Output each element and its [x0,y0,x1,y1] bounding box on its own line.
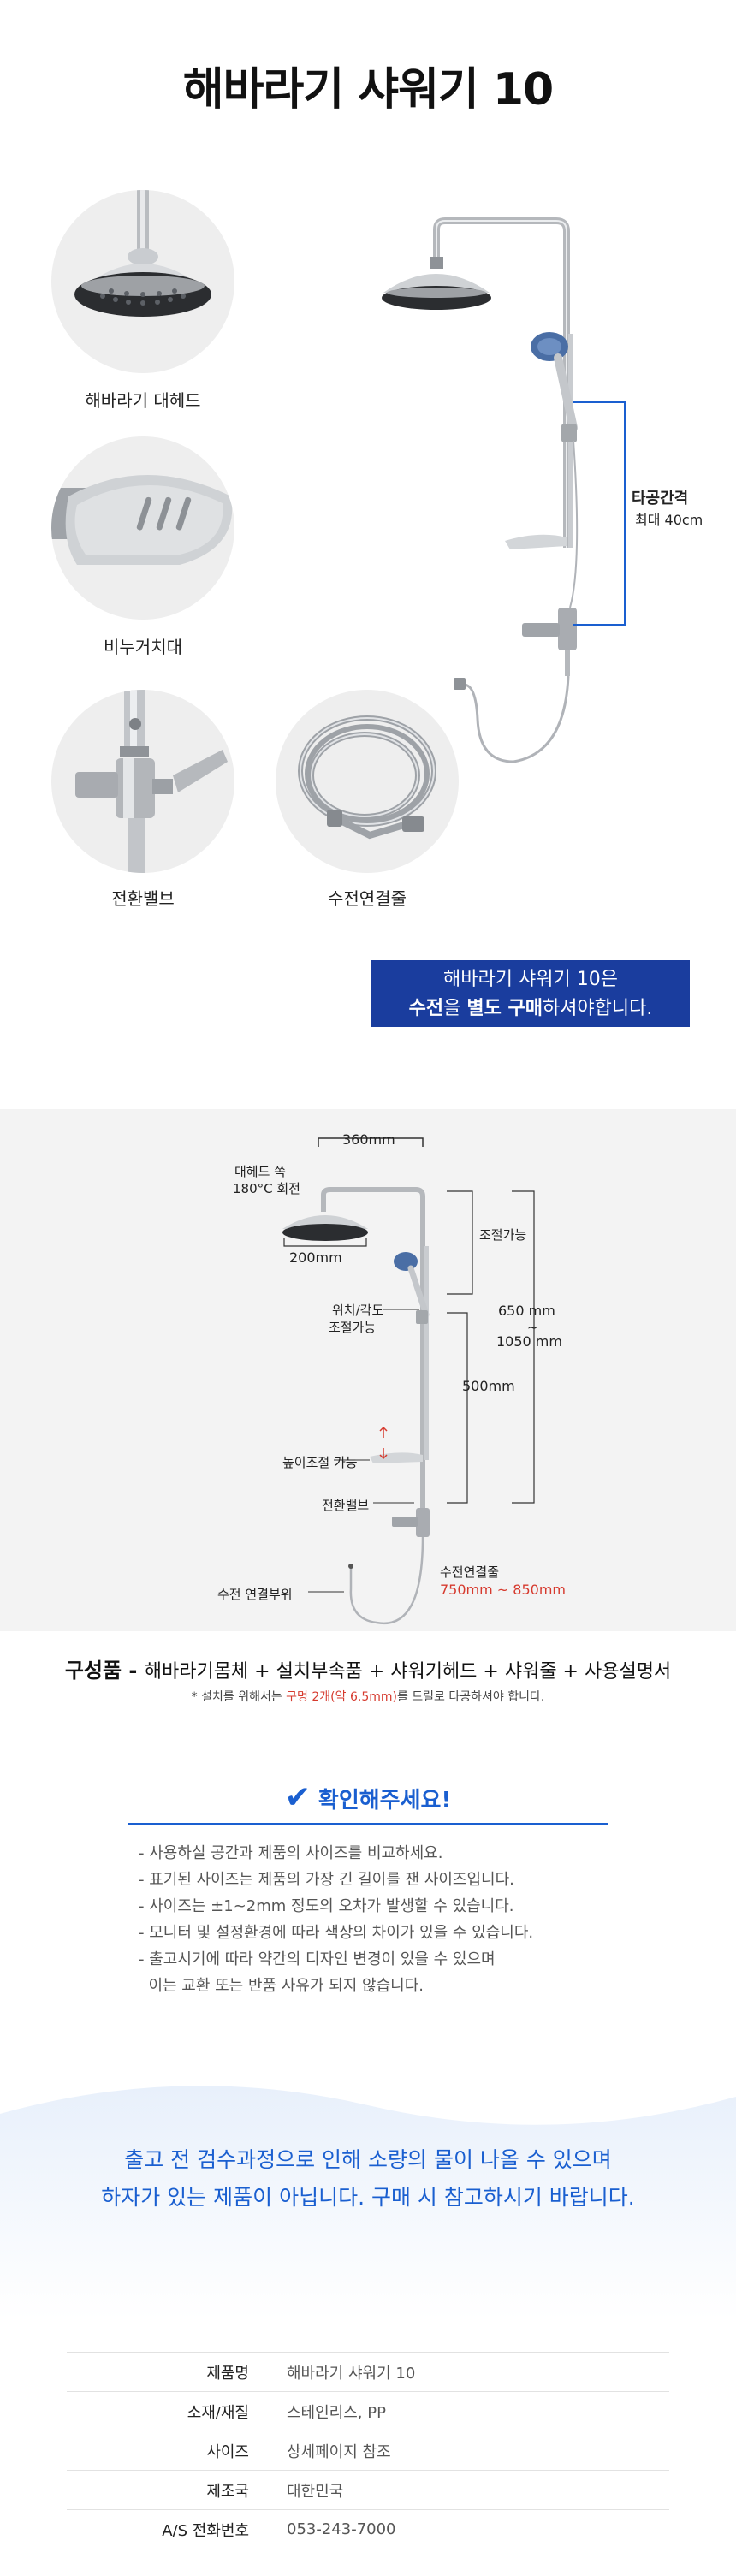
check-list: - 사용하실 공간과 제품의 사이즈를 비교하세요. - 표기된 사이즈는 제품… [139,1840,652,1999]
diverter-valve-caption: 전환밸브 [111,888,175,909]
installation-note: * 설치를 위해서는 구멍 2개(약 6.5mm)를 드릴로 타공하셔야 합니다… [191,1690,545,1704]
spec-hose-length: 750mm ~ 850mm [440,1582,566,1598]
check-item: 이는 교환 또는 반품 사유가 되지 않습니다. [139,1977,424,1995]
spec-adjustable: 조절가능 [479,1227,527,1243]
hole-spacing-title: 타공간격 [632,490,689,507]
info-value: 053-243-7000 [268,2509,669,2549]
spec-head-200: 200mm [289,1249,342,1266]
faucet-hose-caption: 수전연결줄 [328,888,407,909]
rain-head-image [51,190,234,373]
spec-height-650: 650 mm [498,1303,555,1319]
check-item: - 사이즈는 ±1~2mm 정도의 오차가 발생할 수 있습니다. [139,1897,514,1915]
spec-hose-label: 수전연결줄 [440,1564,500,1580]
spec-width-360: 360mm [342,1131,395,1148]
spec-position-1: 위치/각도 [332,1303,384,1318]
hole-spacing-value: 최대 40cm [635,512,703,528]
spec-head-rotate-2: 180°C 회전 [233,1181,300,1196]
spec-height-1050: 1050 mm [496,1333,562,1350]
info-key: A/S 전화번호 [67,2509,268,2549]
spec-head-rotate-1: 대헤드 쪽 [234,1164,286,1179]
check-title: ✔ 확인해주세요! [284,1780,452,1815]
check-divider [128,1823,608,1825]
page-title: 해바라기 샤워기 10 [182,64,554,116]
notice-line-2: 수전을 별도 구매하셔야합니다. [408,998,653,1019]
faucet-hose-image [276,690,459,873]
banner-line-1: 출고 전 검수과정으로 인해 소량의 물이 나올 수 있으며 [124,2147,612,2172]
shower-system-image [368,205,710,822]
checkmark-icon: ✔ [284,1780,311,1815]
spec-diverter: 전환밸브 [322,1498,370,1513]
info-value: 대한민국 [268,2470,669,2510]
spec-length-500: 500mm [462,1378,515,1394]
water-notice-banner: 출고 전 검수과정으로 인해 소량의 물이 나올 수 있으며 하자가 있는 제품… [0,2141,736,2217]
notice-line-1: 해바라기 샤워기 10은 [443,969,618,990]
banner-background [0,2063,736,2319]
banner-line-2: 하자가 있는 제품이 아닙니다. 구매 시 참고하시기 바랍니다. [101,2185,635,2210]
info-key: 제품명 [67,2352,268,2392]
spec-position-2: 조절가능 [329,1320,377,1335]
info-key: 제조국 [67,2470,268,2510]
info-key: 사이즈 [67,2431,268,2471]
info-value: 상세페이지 참조 [268,2431,669,2471]
check-item: - 모니터 및 설정환경에 따라 색상의 차이가 있을 수 있습니다. [139,1924,534,1942]
info-value: 해바라기 샤워기 10 [268,2352,669,2392]
spec-diagram-section: 360mm 대헤드 쪽 180°C 회전 200mm 조절가능 위치/각도 조절… [0,1109,736,1631]
diverter-valve-image [51,690,234,873]
info-value: 스테인리스, PP [268,2391,669,2431]
soap-holder-image [51,436,234,620]
soap-holder-caption: 비누거치대 [104,637,182,657]
check-item: - 표기된 사이즈는 제품의 가장 긴 길이를 잰 사이즈입니다. [139,1871,514,1889]
check-item: - 출고시기에 따라 약간의 디자인 변경이 있을 수 있으며 [139,1950,496,1968]
spec-height-adjust: 높이조절 가능 [282,1455,358,1470]
spec-faucet-part: 수전 연결부위 [217,1587,293,1602]
check-item: - 사용하실 공간과 제품의 사이즈를 비교하세요. [139,1844,443,1862]
separate-purchase-notice: 해바라기 샤워기 10은 수전을 별도 구매하셔야합니다. [371,960,690,1027]
rain-head-caption: 해바라기 대헤드 [85,390,201,411]
info-key: 소재/재질 [67,2391,268,2431]
components-line: 구성품 - 해바라기몸체 + 설치부속품 + 샤워기헤드 + 샤워줄 + 사용설… [64,1659,672,1683]
spec-tilde: ~ [527,1320,538,1335]
